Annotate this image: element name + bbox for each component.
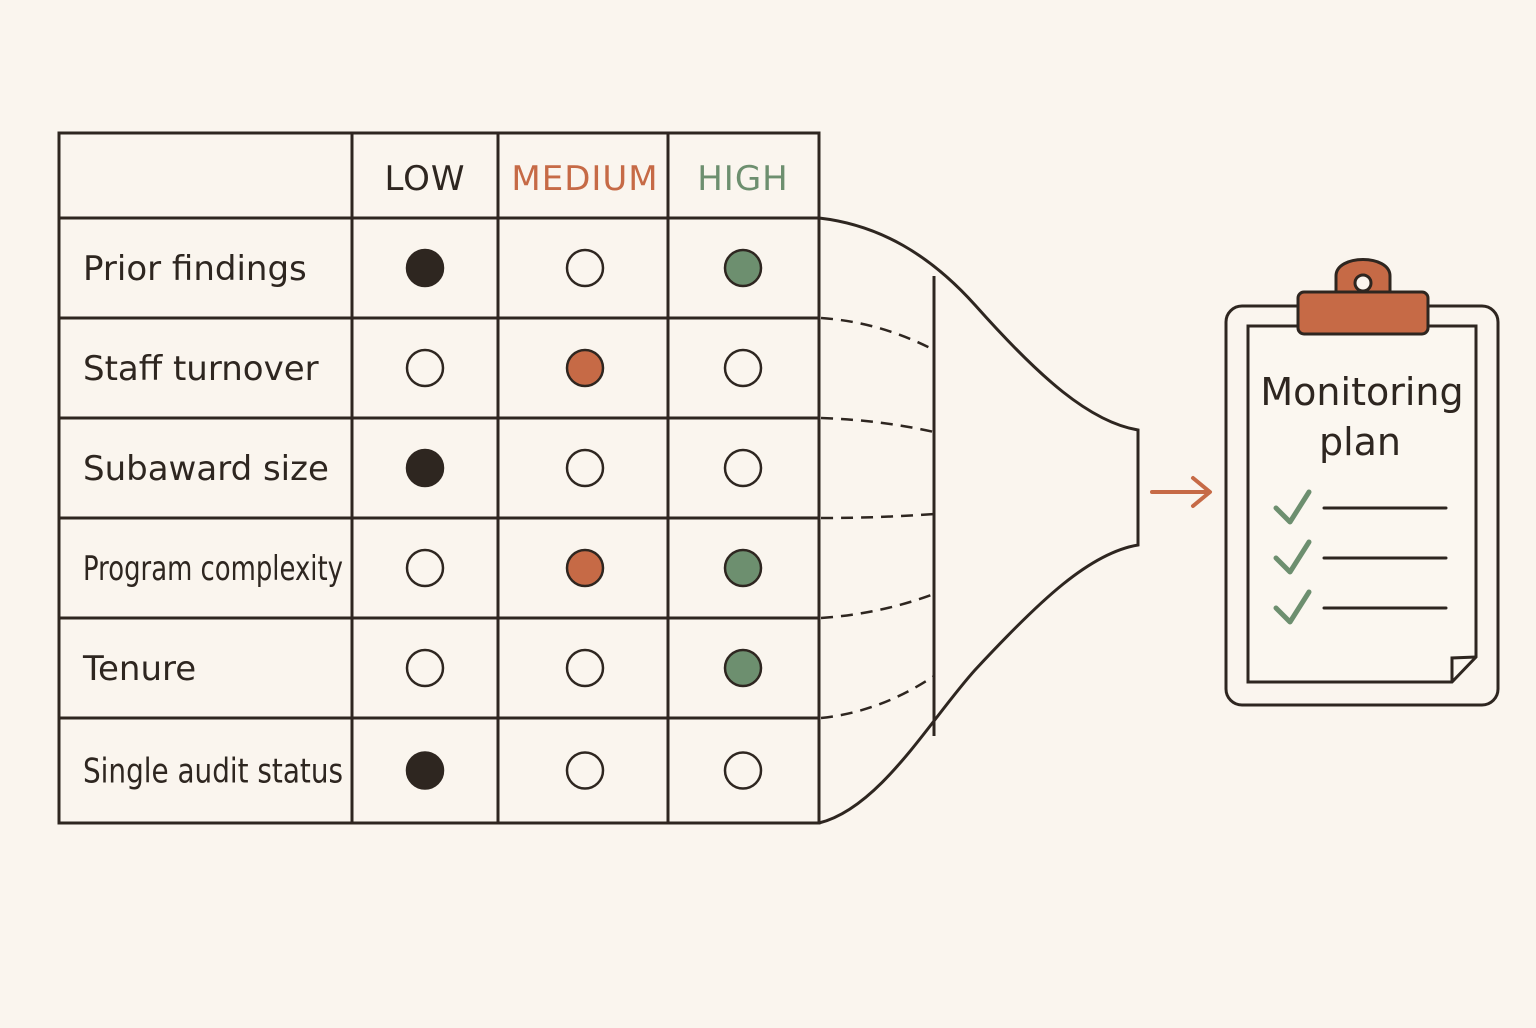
column-headers: LOW MEDIUM HIGH — [384, 159, 789, 199]
funnel-dashed-line — [820, 316, 935, 352]
arrow-right-icon — [1150, 476, 1212, 508]
rating-dot-empty-low — [405, 648, 445, 688]
rating-dot-empty-high — [723, 448, 763, 488]
rating-dot-empty-high — [723, 348, 763, 388]
funnel-dashed-line — [820, 512, 935, 520]
rating-dot-filled-low — [405, 248, 445, 288]
rating-dot-filled-low — [405, 751, 445, 790]
clipboard-clip — [1296, 258, 1430, 336]
row-label: Staff turnover — [83, 349, 319, 389]
column-header-high: HIGH — [697, 159, 789, 199]
funnel-icon — [818, 216, 1140, 825]
rating-dot-empty-low — [405, 548, 445, 588]
row-label: Single audit status — [83, 752, 343, 792]
row-label: Program complexity — [83, 549, 343, 589]
clipboard-title-line2: plan — [1319, 420, 1401, 464]
checkmark-icon — [1273, 489, 1312, 525]
row-label: Prior findings — [83, 249, 307, 289]
funnel-dashed-line — [820, 674, 935, 720]
checklist — [1273, 489, 1448, 625]
funnel-outline — [818, 216, 1140, 825]
clipboard-paper — [1246, 324, 1478, 684]
rating-dot-empty-medium — [565, 248, 605, 288]
clipboard-icon: Monitoring plan — [1224, 258, 1500, 707]
row-label: Subaward size — [83, 449, 329, 489]
rating-dot-empty-medium — [565, 448, 605, 488]
clipboard-title-line1: Monitoring — [1260, 370, 1463, 414]
rating-dot-empty-high — [723, 751, 763, 790]
checkmark-icon — [1273, 589, 1312, 625]
rating-dot-filled-high — [723, 548, 763, 588]
rating-dot-filled-high — [723, 248, 763, 288]
table-grid — [59, 133, 819, 823]
funnel-dashed-line — [820, 416, 935, 434]
checkmark-icon — [1273, 539, 1312, 575]
paper-corner-fold — [1450, 655, 1477, 682]
rating-dot-filled-medium — [565, 348, 605, 388]
funnel-dashed-line — [820, 592, 935, 620]
rating-dot-filled-low — [405, 448, 445, 488]
column-header-medium: MEDIUM — [511, 159, 658, 199]
table-border — [57, 131, 821, 825]
rating-dot-filled-high — [723, 648, 763, 688]
funnel-connector-lines — [820, 316, 935, 720]
rating-dot-empty-low — [405, 348, 445, 388]
rating-dot-empty-medium — [565, 648, 605, 688]
row-label: Tenure — [82, 649, 196, 689]
rating-dot-filled-medium — [565, 548, 605, 588]
rating-dot-empty-medium — [565, 751, 605, 790]
rating-cells — [405, 248, 763, 790]
column-header-low: LOW — [384, 159, 465, 199]
